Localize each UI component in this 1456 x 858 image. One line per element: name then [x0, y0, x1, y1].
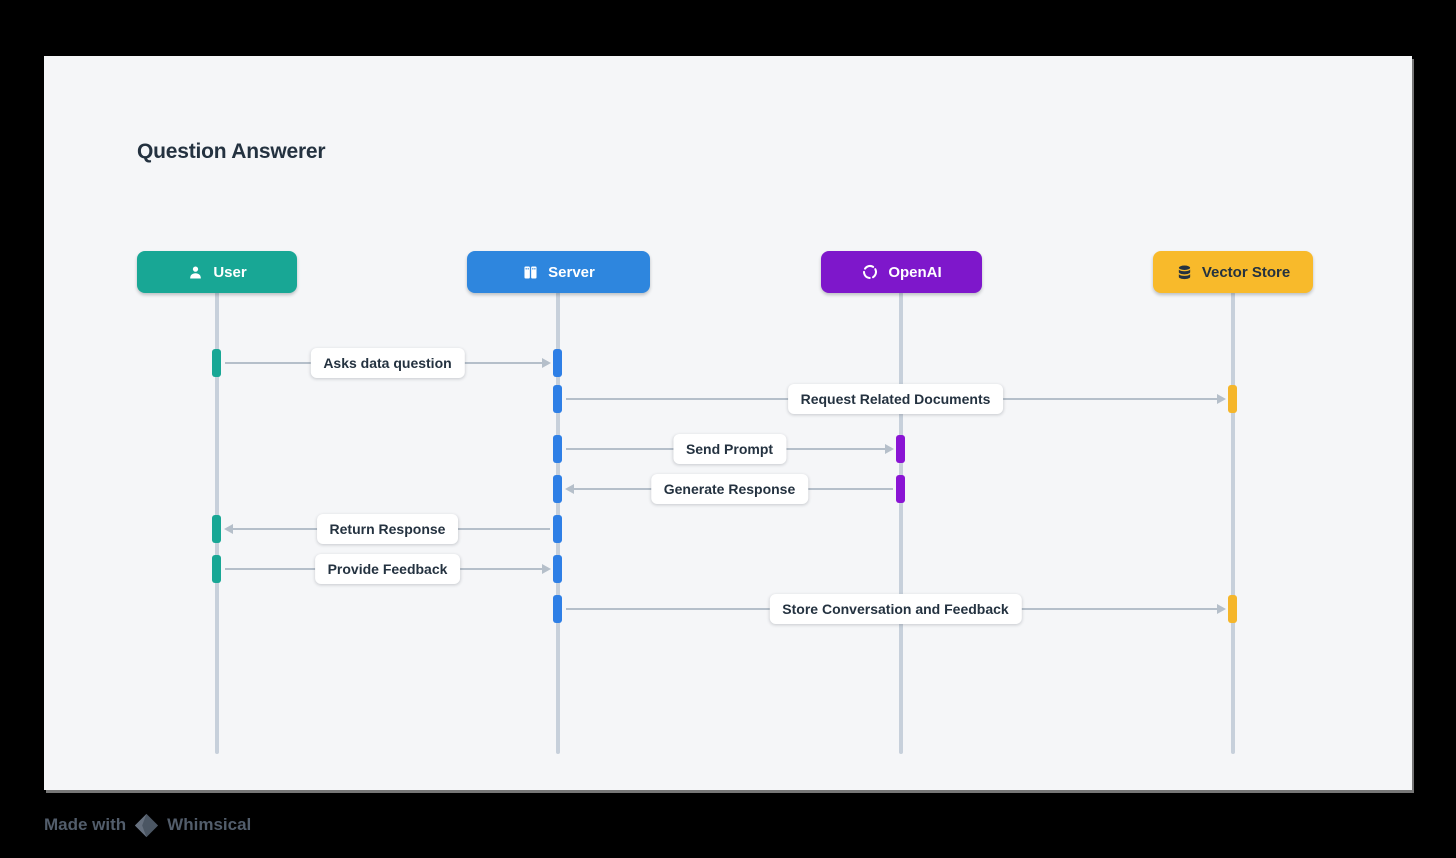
activation-bar-server — [553, 435, 562, 463]
message-label[interactable]: Store Conversation and Feedback — [769, 594, 1022, 624]
arrowhead-left-icon — [224, 524, 233, 534]
message-label[interactable]: Provide Feedback — [314, 554, 461, 584]
arrowhead-right-icon — [885, 444, 894, 454]
activation-bar-server — [553, 385, 562, 413]
made-with-whimsical-watermark[interactable]: Made with Whimsical — [44, 810, 251, 840]
activation-bar-server — [553, 515, 562, 543]
activation-bar-vector-store — [1228, 595, 1237, 623]
activation-bar-openai — [896, 435, 905, 463]
arrowhead-right-icon — [542, 564, 551, 574]
arrowhead-right-icon — [1217, 604, 1226, 614]
actor-openai[interactable]: OpenAI — [821, 251, 982, 293]
user-icon — [187, 264, 204, 281]
activation-bar-openai — [896, 475, 905, 503]
actor-label: User — [213, 263, 247, 281]
whimsical-brand-text: Whimsical — [167, 815, 252, 834]
diagram-canvas: Question Answerer User Server OpenAI — [44, 56, 1412, 790]
page-title: Question Answerer — [137, 140, 326, 163]
activation-bar-user — [212, 555, 221, 583]
lifeline-openai — [899, 292, 903, 754]
activation-bar-user — [212, 349, 221, 377]
whimsical-logo-icon — [133, 812, 160, 839]
arrowhead-right-icon — [542, 358, 551, 368]
message-label[interactable]: Return Response — [316, 514, 459, 544]
openai-icon — [861, 263, 879, 281]
actor-user[interactable]: User — [137, 251, 297, 293]
message-label[interactable]: Request Related Documents — [787, 384, 1004, 414]
actor-label: Server — [548, 263, 595, 281]
message-label[interactable]: Generate Response — [650, 474, 809, 504]
arrowhead-left-icon — [565, 484, 574, 494]
activation-bar-server — [553, 595, 562, 623]
activation-bar-server — [553, 349, 562, 377]
activation-bar-server — [553, 555, 562, 583]
server-icon — [522, 264, 539, 281]
actor-label: OpenAI — [888, 263, 942, 281]
database-icon — [1176, 264, 1193, 281]
arrowhead-right-icon — [1217, 394, 1226, 404]
made-with-text: Made with — [44, 815, 127, 834]
actor-vector-store[interactable]: Vector Store — [1153, 251, 1313, 293]
activation-bar-user — [212, 515, 221, 543]
lifeline-vector-store — [1231, 292, 1235, 754]
message-label[interactable]: Asks data question — [310, 348, 465, 378]
activation-bar-server — [553, 475, 562, 503]
actor-server[interactable]: Server — [467, 251, 650, 293]
activation-bar-vector-store — [1228, 385, 1237, 413]
message-label[interactable]: Send Prompt — [672, 434, 787, 464]
actor-label: Vector Store — [1201, 263, 1291, 281]
